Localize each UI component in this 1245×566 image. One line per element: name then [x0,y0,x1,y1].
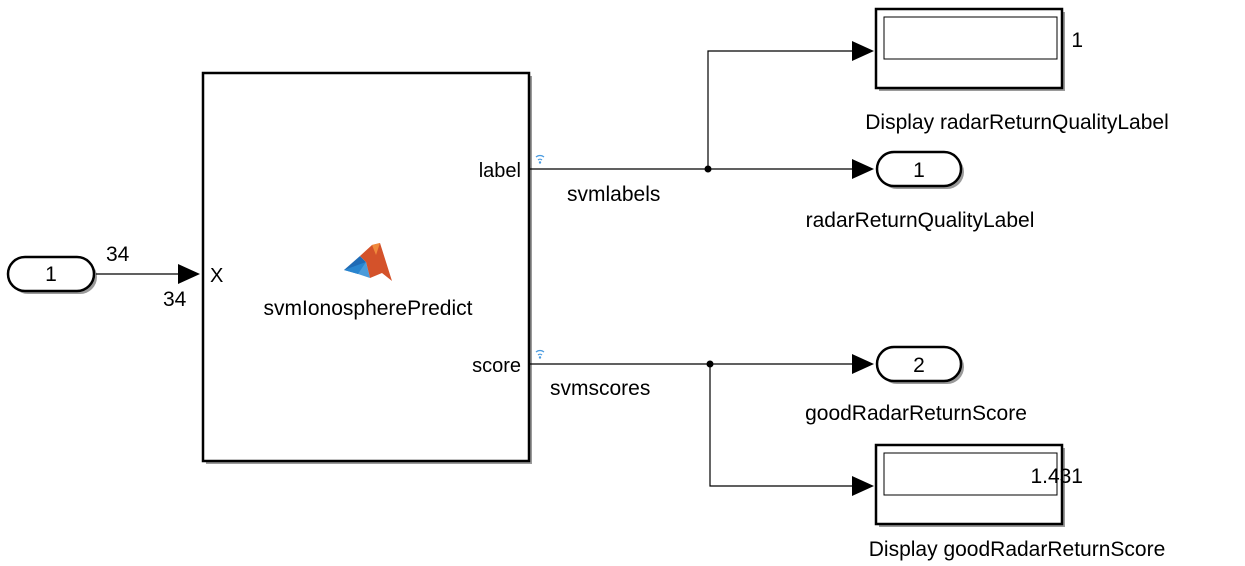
display-value-box [883,452,1058,496]
arrowhead-outport-2 [852,354,874,374]
display-name-2: Display goodRadarReturnScore [869,538,1166,561]
inport-block-1[interactable]: 1 [6,255,97,294]
arrowhead-outport-1 [852,159,874,179]
display-name-1: Display radarReturnQualityLabel [865,111,1169,134]
display-block-1[interactable]: 1 [874,7,1083,91]
display-block-2[interactable]: 1.431 [874,443,1083,527]
display-value: 1.431 [1030,465,1083,488]
outport-name-1: radarReturnQualityLabel [806,209,1035,232]
outport-number: 2 [913,354,925,377]
wire-svmlabels[interactable] [530,50,852,173]
arrowhead-input [178,264,200,284]
arrowhead-display-2 [852,476,874,496]
signal-name-svmlabels: svmlabels [567,183,660,206]
wire-svmscores[interactable] [530,360,852,487]
signal-width-in: 34 [106,243,130,266]
inport-number: 1 [45,263,57,286]
matlab-membrane-icon [344,243,392,281]
input-port-x: X [210,265,223,287]
outport-name-2: goodRadarReturnScore [805,402,1027,425]
output-port-label: label [479,160,521,182]
signal-name-svmscores: svmscores [550,377,650,400]
outport-block-2[interactable]: 2 [875,345,964,384]
outport-block-1[interactable]: 1 [875,150,964,189]
outport-number: 1 [913,159,925,182]
signal-logging-icon [535,154,545,164]
signal-width-out: 34 [163,288,187,311]
display-value: 1 [1071,29,1083,52]
signal-logging-icon [535,349,545,359]
function-block-name: svmIonospherePredict [264,297,473,320]
output-port-score: score [472,355,521,377]
matlab-function-block[interactable]: X label score svmIonospherePredict [201,71,532,464]
arrowhead-display-1 [852,41,874,61]
display-value-box [883,16,1058,60]
